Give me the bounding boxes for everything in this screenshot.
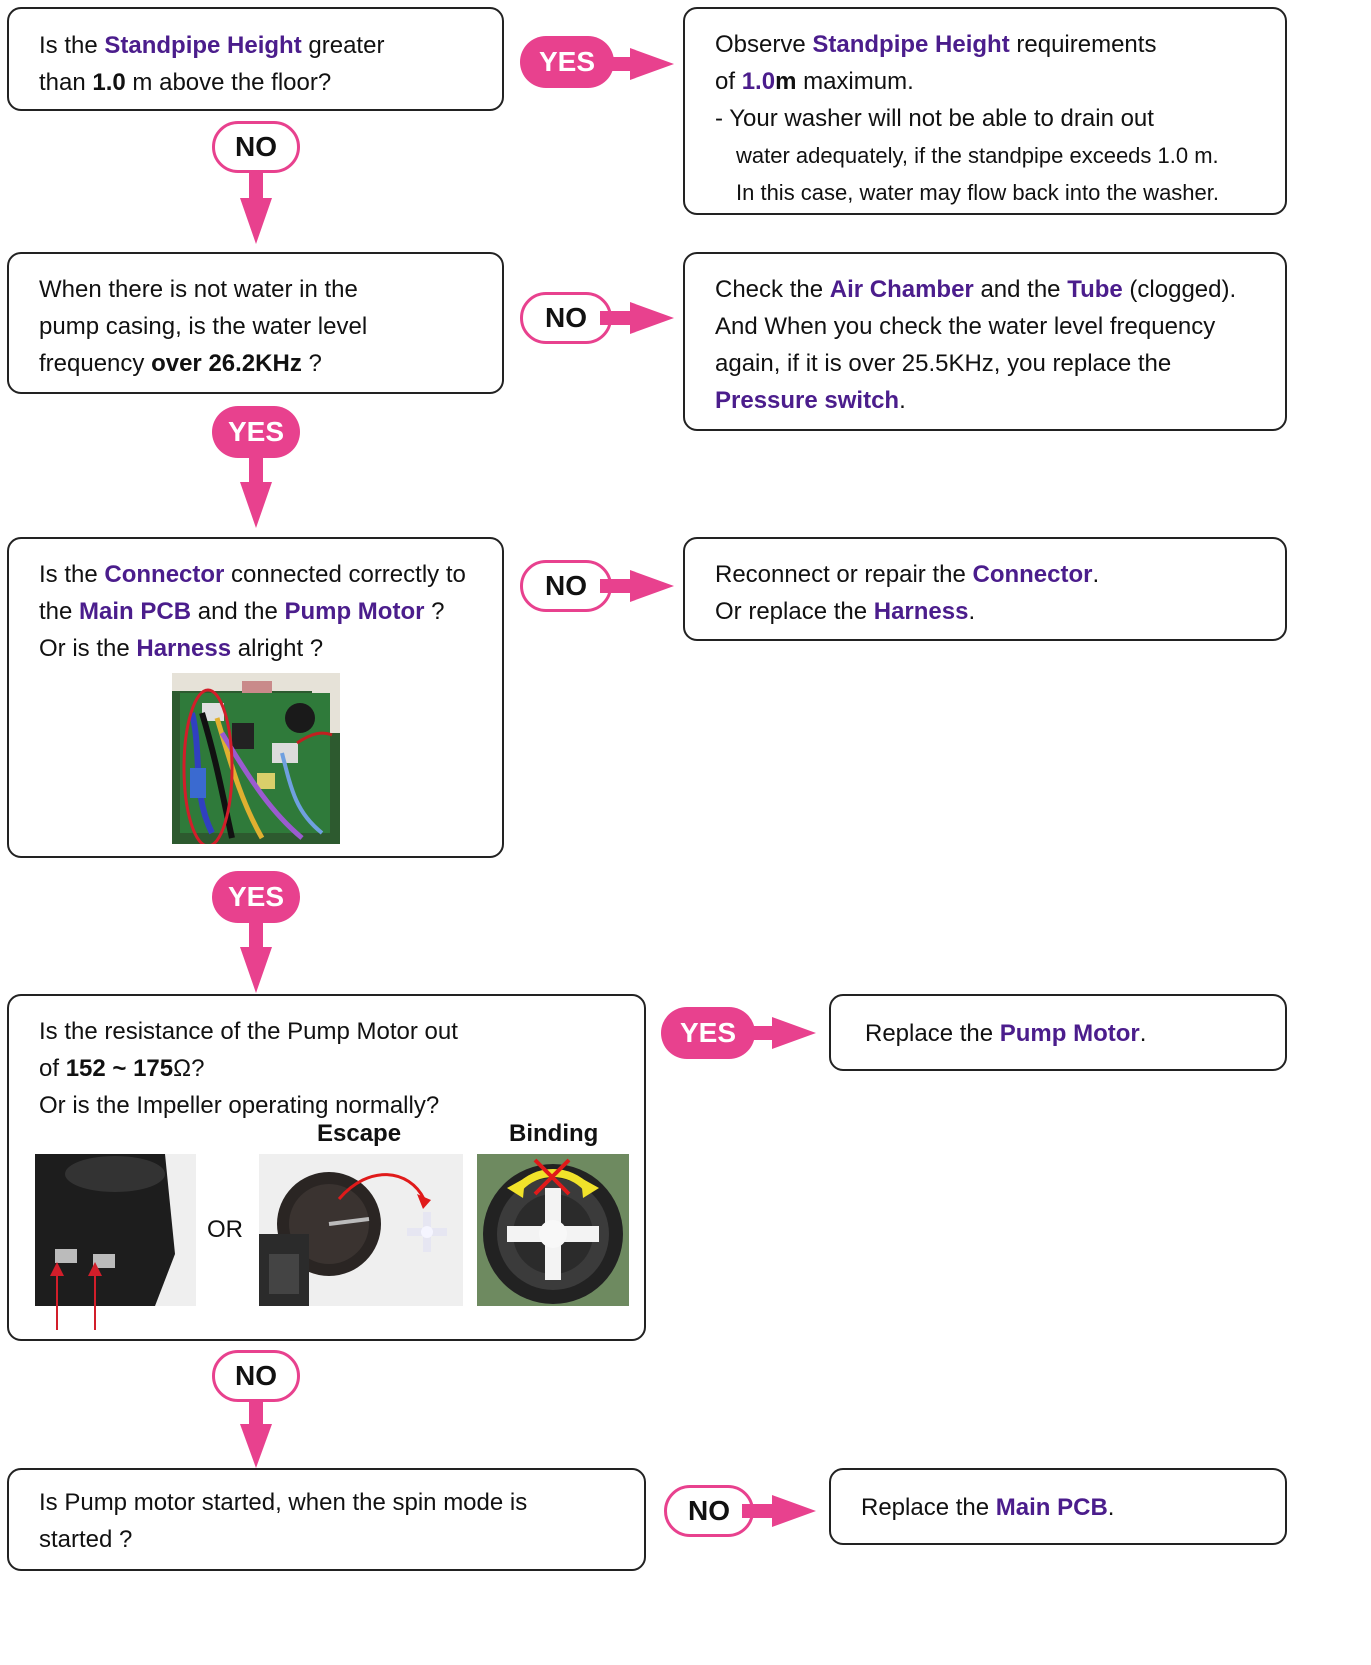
down-arrow-3 (240, 921, 272, 993)
answer-air-chamber-text: Check the Air Chamber and the Tube (clog… (715, 276, 1237, 414)
no-label-4: NO (212, 1350, 300, 1402)
answer-standpipe-text: Observe Standpipe Height requirements of… (715, 31, 1220, 205)
yes-label-1: YES (520, 36, 614, 88)
question-spin-mode-box: Is Pump motor started, when the spin mod… (7, 1468, 646, 1571)
pump-motor-photo (35, 1154, 196, 1306)
escape-label: Escape (317, 1120, 402, 1147)
answer-air-chamber-box: Check the Air Chamber and the Tube (clog… (683, 252, 1287, 431)
no-label-3: NO (520, 560, 612, 612)
or-label: OR (207, 1216, 243, 1243)
terminal-pointer-arrows (50, 1262, 102, 1330)
right-arrow-4 (742, 1017, 816, 1049)
no-label-1: NO (212, 121, 300, 173)
right-arrow-2 (600, 302, 674, 334)
question-pump-resistance-box: Is the resistance of the Pump Motor out … (7, 994, 646, 1341)
answer-standpipe-box: Observe Standpipe Height requirements of… (683, 7, 1287, 215)
answer-replace-pump-text: Replace the Pump Motor. (865, 1020, 1147, 1047)
pcb-photo (172, 673, 340, 844)
answer-connector-text: Reconnect or repair the Connector. Or re… (715, 561, 1100, 625)
answer-replace-pcb-text: Replace the Main PCB. (861, 1494, 1115, 1521)
right-arrow-1 (600, 48, 674, 80)
down-arrow-4 (240, 1400, 272, 1468)
yes-label-4: YES (661, 1007, 755, 1059)
question-spin-mode-text: Is Pump motor started, when the spin mod… (39, 1489, 528, 1553)
answer-replace-pump-box: Replace the Pump Motor. (829, 994, 1287, 1071)
question-standpipe-box: Is the Standpipe Height greater than 1.0… (7, 7, 504, 111)
answer-replace-pcb-box: Replace the Main PCB. (829, 1468, 1287, 1545)
no-label-5: NO (664, 1485, 754, 1537)
question-connector-text: Is the Connector connected correctly to … (39, 561, 466, 662)
question-connector-box: Is the Connector connected correctly to … (7, 537, 504, 858)
answer-connector-box: Reconnect or repair the Connector. Or re… (683, 537, 1287, 641)
down-arrow-1 (240, 172, 272, 244)
right-arrow-3 (600, 570, 674, 602)
question-water-level-box: When there is not water in the pump casi… (7, 252, 504, 394)
no-label-2: NO (520, 292, 612, 344)
yes-label-3: YES (212, 871, 300, 923)
impeller-escape-photo (259, 1154, 463, 1306)
impeller-binding-photo (477, 1154, 629, 1306)
question-pump-resistance-text: Is the resistance of the Pump Motor out … (39, 1018, 458, 1119)
question-water-level-text: When there is not water in the pump casi… (39, 276, 368, 377)
right-arrow-5 (742, 1495, 816, 1527)
yes-label-2: YES (212, 406, 300, 458)
question-standpipe-text: Is the Standpipe Height greater than 1.0… (39, 32, 385, 96)
binding-label: Binding (509, 1120, 599, 1147)
down-arrow-2 (240, 456, 272, 528)
